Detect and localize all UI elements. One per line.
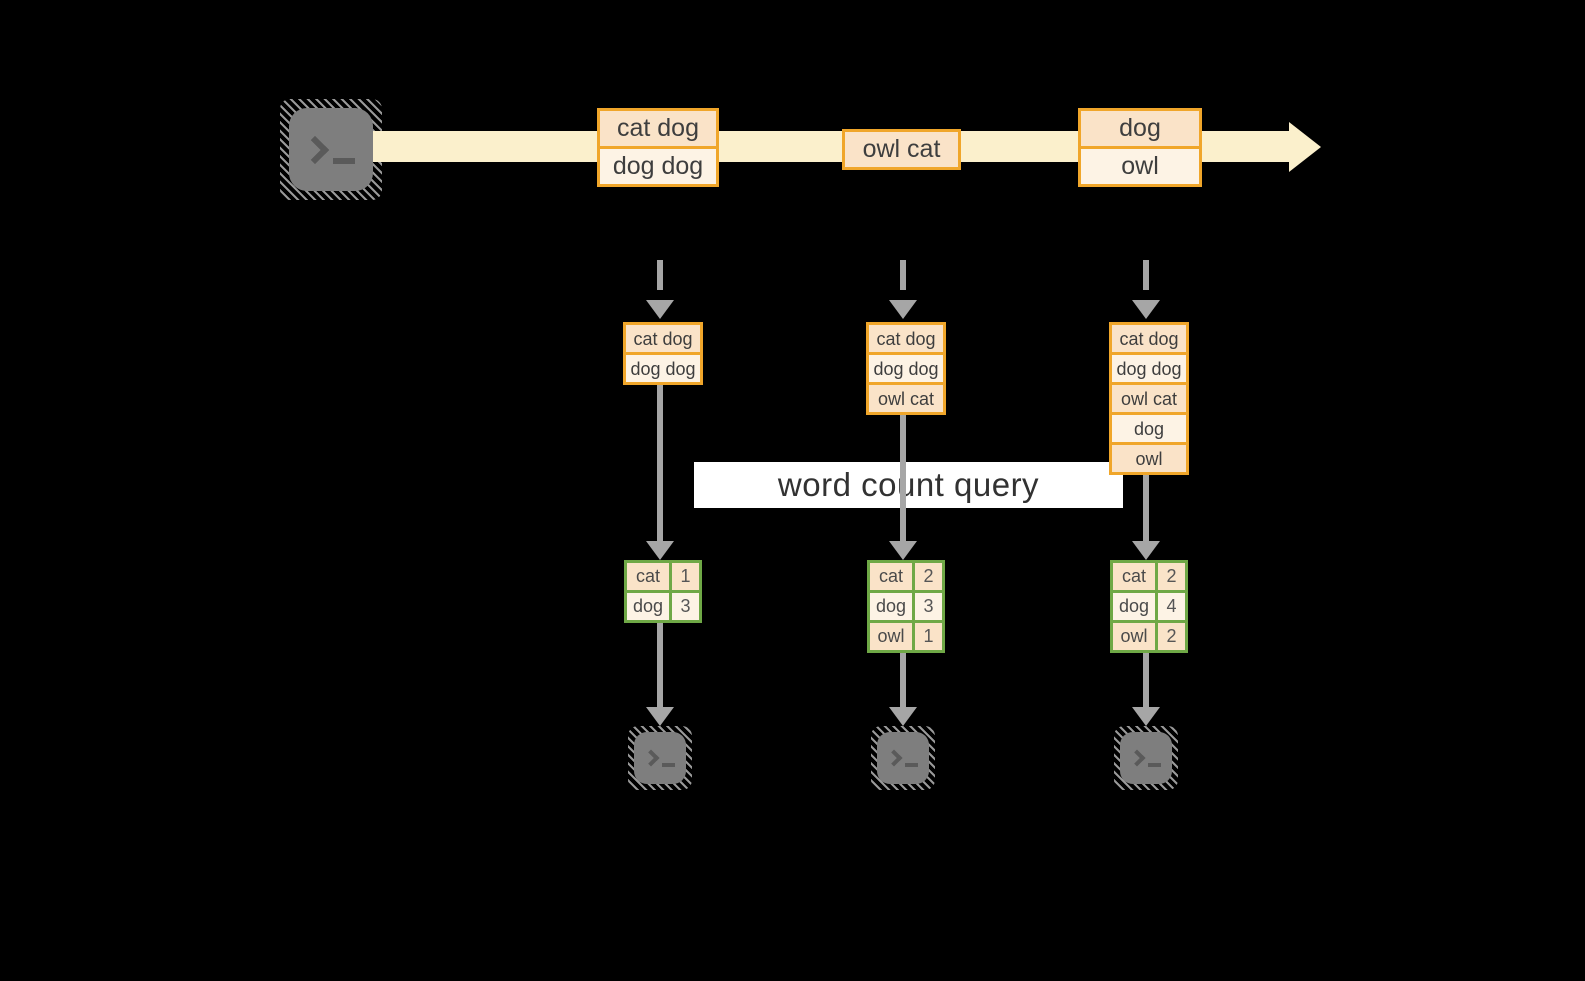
prompt-chevron-icon [300, 135, 330, 164]
dashed-arrow-line [657, 260, 663, 300]
state-row: cat dog [1112, 325, 1186, 352]
state-row: dog [1112, 412, 1186, 442]
terminal-screen [634, 732, 686, 784]
count-cell: 3 [915, 593, 942, 620]
arrow-line [657, 385, 663, 541]
prompt-underscore-icon [333, 157, 355, 164]
prompt-chevron-icon [1128, 749, 1146, 767]
terminal-icon [1114, 726, 1178, 790]
count-cell: 2 [1158, 563, 1185, 590]
state-row: cat dog [626, 325, 700, 352]
arrow-down-icon [1132, 300, 1160, 319]
table-row: cat 2 [870, 563, 942, 590]
word-cell: dog [1113, 593, 1158, 620]
prompt-underscore-icon [662, 763, 675, 767]
terminal-screen [877, 732, 929, 784]
stream-event-line: dog dog [600, 146, 716, 184]
state-row: dog dog [869, 352, 943, 382]
arrow-down-icon [646, 541, 674, 560]
stream-event-box-3: dog owl [1078, 108, 1202, 187]
terminal-icon [628, 726, 692, 790]
prompt-chevron-icon [642, 749, 660, 767]
word-cell: owl [1113, 623, 1158, 650]
prompt-underscore-icon [905, 763, 918, 767]
arrow-line [900, 653, 906, 707]
dashed-arrow-line [1143, 260, 1149, 300]
terminal-screen [289, 108, 373, 191]
state-row: owl cat [869, 382, 943, 412]
arrow-down-icon [889, 541, 917, 560]
arrow-line [1143, 653, 1149, 707]
table-row: cat 2 [1113, 563, 1185, 590]
terminal-icon [871, 726, 935, 790]
word-cell: dog [870, 593, 915, 620]
arrow-down-icon [1132, 541, 1160, 560]
state-row: dog dog [1112, 352, 1186, 382]
stream-event-box-2: owl cat [842, 129, 961, 170]
stream-arrow-head-icon [1289, 122, 1321, 172]
table-row: cat 1 [627, 563, 699, 590]
state-buffer-1: cat dog dog dog [623, 322, 703, 385]
arrow-down-icon [646, 300, 674, 319]
count-cell: 2 [915, 563, 942, 590]
table-row: owl 1 [870, 620, 942, 650]
stream-event-box-1: cat dog dog dog [597, 108, 719, 187]
terminal-icon [280, 99, 382, 200]
state-buffer-2: cat dog dog dog owl cat [866, 322, 946, 415]
count-table-2: cat 2 dog 3 owl 1 [867, 560, 945, 653]
arrow-line [1143, 475, 1149, 541]
count-table-3: cat 2 dog 4 owl 2 [1110, 560, 1188, 653]
stream-event-line: owl [1081, 146, 1199, 184]
prompt-chevron-icon [885, 749, 903, 767]
word-cell: cat [1113, 563, 1158, 590]
count-cell: 3 [672, 593, 699, 620]
word-cell: cat [627, 563, 672, 590]
table-row: dog 3 [870, 590, 942, 620]
count-cell: 1 [915, 623, 942, 650]
count-cell: 2 [1158, 623, 1185, 650]
table-row: dog 3 [627, 590, 699, 620]
stream-event-line: dog [1081, 111, 1199, 146]
stream-event-line: cat dog [600, 111, 716, 146]
count-table-1: cat 1 dog 3 [624, 560, 702, 623]
prompt-underscore-icon [1148, 763, 1161, 767]
state-row: owl [1112, 442, 1186, 472]
arrow-line [900, 415, 906, 541]
state-row: dog dog [626, 352, 700, 382]
dashed-arrow-line [900, 260, 906, 300]
word-count-query-label: word count query [694, 462, 1123, 508]
state-row: owl cat [1112, 382, 1186, 412]
state-buffer-3: cat dog dog dog owl cat dog owl [1109, 322, 1189, 475]
arrow-down-icon [646, 707, 674, 726]
count-cell: 1 [672, 563, 699, 590]
state-row: cat dog [869, 325, 943, 352]
word-cell: owl [870, 623, 915, 650]
stream-event-line: owl cat [845, 132, 958, 167]
word-cell: dog [627, 593, 672, 620]
count-cell: 4 [1158, 593, 1185, 620]
arrow-down-icon [889, 707, 917, 726]
terminal-screen [1120, 732, 1172, 784]
table-row: owl 2 [1113, 620, 1185, 650]
arrow-down-icon [1132, 707, 1160, 726]
word-cell: cat [870, 563, 915, 590]
arrow-down-icon [889, 300, 917, 319]
table-row: dog 4 [1113, 590, 1185, 620]
arrow-line [657, 623, 663, 707]
